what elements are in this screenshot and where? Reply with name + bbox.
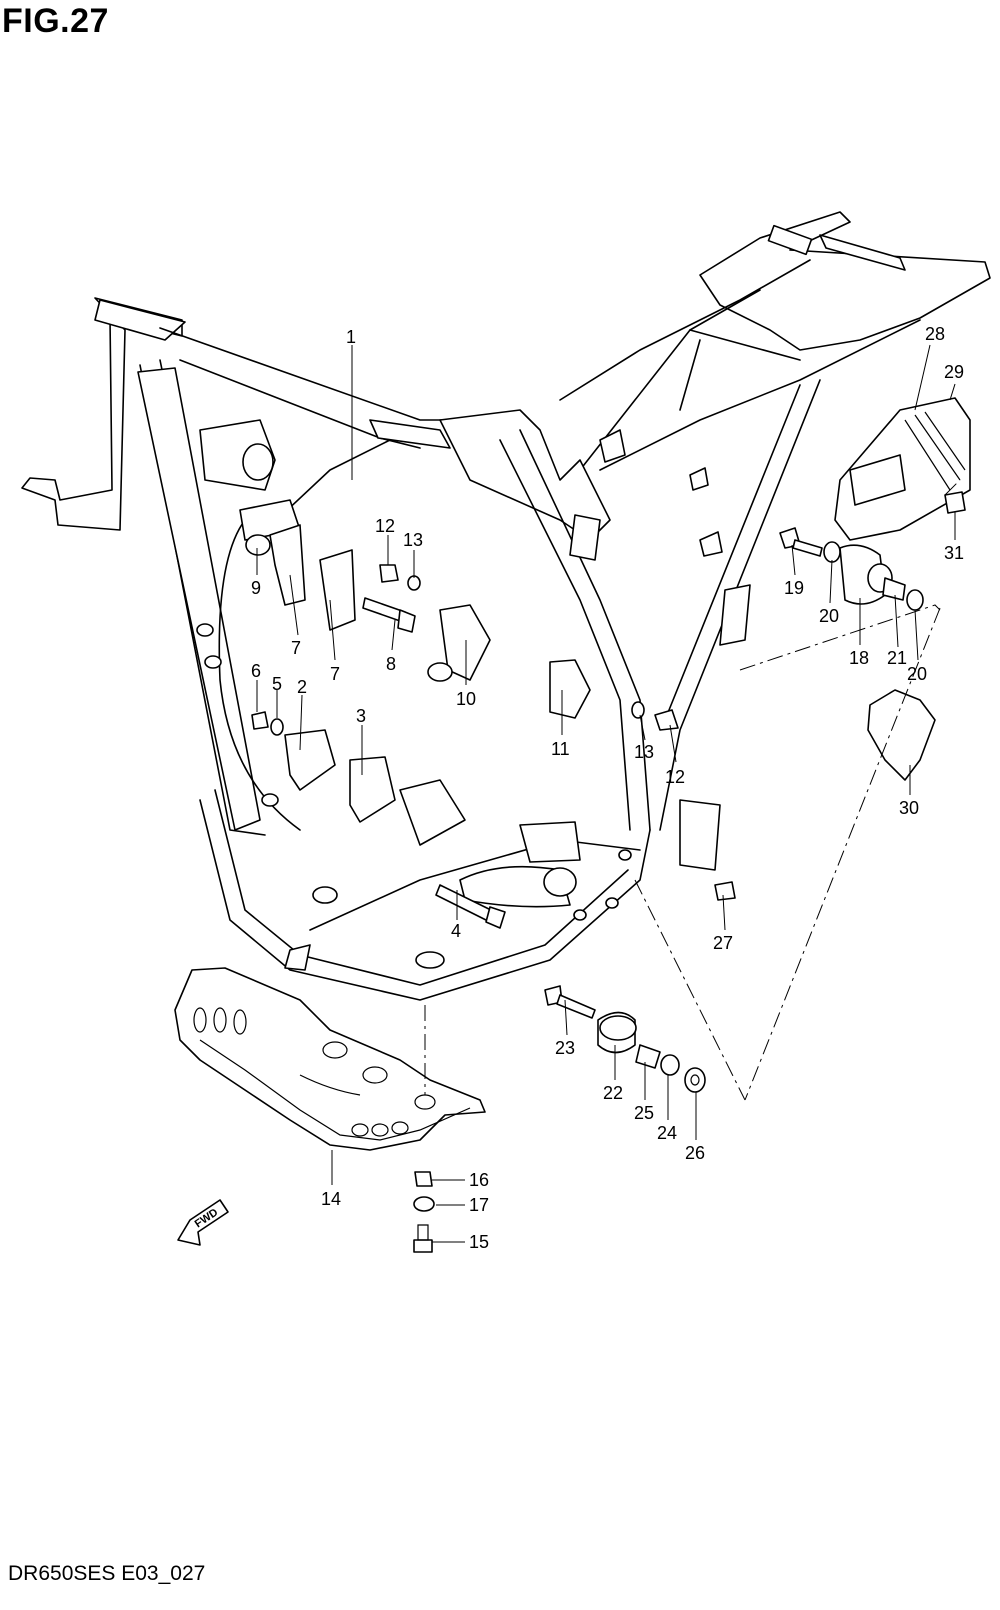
callout-13b: 13 [634, 742, 654, 762]
callout-26: 26 [685, 1143, 705, 1163]
callout-7a: 7 [291, 638, 301, 658]
callout-15: 15 [469, 1232, 489, 1252]
side-guard [867, 689, 936, 781]
hanger-plate-left-upper [269, 524, 306, 606]
callout-11: 11 [551, 739, 570, 759]
hanger-plate-right [549, 659, 591, 719]
callout-12b: 12 [665, 767, 685, 787]
bolt-15 [413, 1239, 433, 1253]
nut-27 [714, 881, 736, 901]
callout-31: 31 [944, 543, 964, 563]
callout-14: 14 [321, 1189, 341, 1209]
callout-17: 17 [469, 1195, 489, 1215]
main-frame [21, 211, 991, 1001]
callout-29: 29 [944, 362, 964, 382]
leader-lines [256, 344, 956, 1243]
callout-18: 18 [849, 648, 869, 668]
callout-19: 19 [784, 578, 804, 598]
callout-3: 3 [356, 706, 366, 726]
callout-23: 23 [555, 1038, 575, 1058]
skid-plate-fasteners [413, 1171, 435, 1253]
callout-1: 1 [346, 327, 356, 347]
hanger-plate-2 [284, 729, 336, 791]
callout-12a: 12 [375, 516, 395, 536]
callout-labels: 1 2 3 4 5 6 7 7 8 9 10 11 12 12 13 13 14… [251, 324, 964, 1252]
washer-20 [823, 541, 841, 563]
washer-9 [245, 534, 271, 556]
callout-10: 10 [456, 689, 476, 709]
callout-24: 24 [657, 1123, 677, 1143]
bolt-31 [944, 491, 966, 514]
hanger-plate-left-middle [319, 549, 356, 631]
callout-9: 9 [251, 578, 261, 598]
assembly-lines [424, 479, 961, 1101]
callout-4: 4 [451, 921, 461, 941]
callout-16: 16 [469, 1170, 489, 1190]
figure-title: FIG.27 [2, 2, 109, 40]
callout-21: 21 [887, 648, 907, 668]
callout-20b: 20 [907, 664, 927, 684]
washer-26 [684, 1067, 706, 1093]
lower-right-fasteners [544, 881, 736, 1093]
callout-7b: 7 [330, 664, 340, 684]
left-fasteners [251, 564, 679, 929]
callout-30: 30 [899, 798, 919, 818]
rear-shock-mount-parts [779, 397, 971, 611]
diagram-code: DR650SES E03_027 [8, 1562, 206, 1585]
spacer-21 [882, 577, 906, 601]
callout-20a: 20 [819, 606, 839, 626]
collar-16 [414, 1171, 433, 1187]
callout-8: 8 [386, 654, 396, 674]
fwd-arrow: FWD [177, 1199, 229, 1246]
spacer-25 [635, 1044, 661, 1069]
callout-27: 27 [713, 933, 733, 953]
skid-plate [174, 967, 486, 1151]
callout-22: 22 [603, 1083, 623, 1103]
engine-hanger-plates [245, 524, 591, 846]
callout-25: 25 [634, 1103, 654, 1123]
hanger-plate-lower [399, 779, 466, 846]
hanger-plate-center [439, 604, 491, 681]
washer-20b [906, 589, 924, 611]
washer-24 [660, 1054, 680, 1076]
callout-5: 5 [272, 674, 282, 694]
callout-13a: 13 [403, 530, 423, 550]
callout-2: 2 [297, 677, 307, 697]
cushion-17 [413, 1196, 435, 1212]
callout-28: 28 [925, 324, 945, 344]
hanger-plate-3 [349, 756, 396, 823]
callout-6: 6 [251, 661, 261, 681]
